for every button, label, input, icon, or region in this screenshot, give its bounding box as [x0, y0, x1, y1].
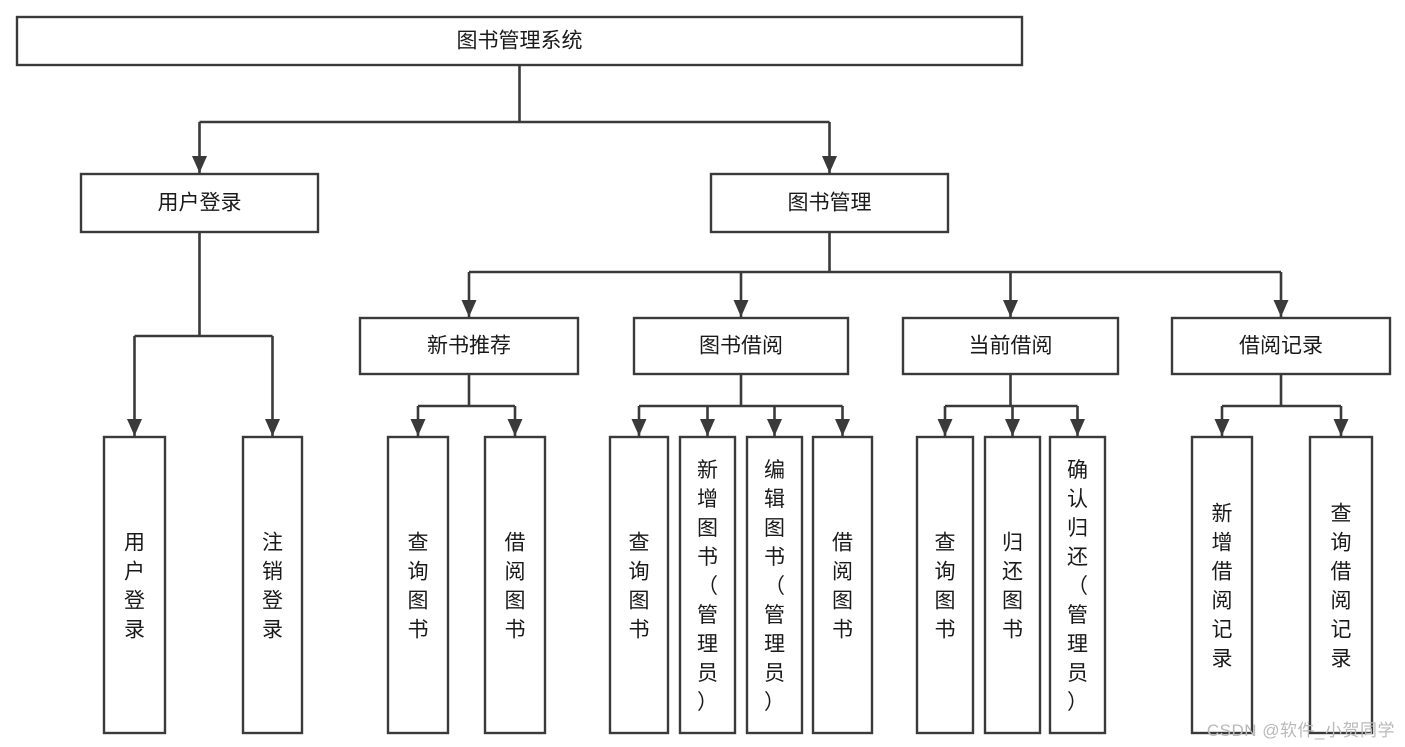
leaf-query-book-borrow[interactable]: 查询图书	[608, 435, 670, 735]
leaf-borrow-book-borrow[interactable]: 借阅图书	[811, 435, 874, 735]
node-book-management-box	[709, 172, 950, 234]
node-user-login[interactable]: 用户登录	[79, 172, 320, 234]
edge-book-borrow-arrow-3	[835, 419, 850, 436]
leaf-confirm-return-admin-label: 确认归还（管理员）	[1067, 459, 1088, 714]
node-new-book-recommend-box	[358, 316, 580, 376]
edge-new-book-rec-arrow-1	[507, 419, 523, 436]
edge-current-borrow-arrow-2	[1070, 419, 1085, 436]
node-current-borrow-box	[901, 316, 1120, 376]
node-book-borrow[interactable]: 图书借阅	[632, 316, 850, 376]
leaf-edit-book-admin-box	[745, 435, 804, 735]
leaf-logout-login-box	[241, 435, 304, 735]
edge-current-borrow-arrow-0	[937, 419, 953, 436]
leaf-add-book-admin-box	[678, 435, 737, 735]
leaf-query-book-current-box	[915, 435, 975, 735]
leaf-user-login-label: 用户登录	[124, 532, 145, 642]
edge-root-arrow-1	[822, 156, 837, 173]
leaf-confirm-return-admin-box	[1048, 435, 1107, 735]
edge-user-login-arrow-0	[127, 419, 142, 436]
leaf-logout-login[interactable]: 注销登录	[241, 435, 304, 735]
node-new-book-recommend-label: 新书推荐	[427, 335, 511, 358]
leaf-user-login[interactable]: 用户登录	[102, 435, 167, 735]
leaf-add-borrow-record[interactable]: 新增借阅记录	[1190, 435, 1254, 735]
node-book-management-label: 图书管理	[788, 192, 872, 215]
leaf-query-book-rec-box	[386, 435, 450, 735]
node-borrow-record-box	[1170, 316, 1392, 376]
leaf-confirm-return-admin[interactable]: 确认归还（管理员）	[1048, 435, 1107, 735]
node-new-book-recommend[interactable]: 新书推荐	[358, 316, 580, 376]
node-book-borrow-box	[632, 316, 850, 376]
edge-book-manage-arrow-0	[461, 300, 477, 317]
node-current-borrow[interactable]: 当前借阅	[901, 316, 1120, 376]
leaf-query-book-borrow-label: 查询图书	[629, 532, 650, 642]
leaf-borrow-book-borrow-label: 借阅图书	[832, 532, 853, 642]
node-root-book-management-system-label: 图书管理系统	[457, 30, 583, 53]
connector-layer	[127, 65, 1349, 436]
edge-book-manage-arrow-1	[733, 300, 749, 317]
leaf-query-book-rec[interactable]: 查询图书	[386, 435, 450, 735]
leaf-query-book-current-label: 查询图书	[935, 532, 956, 642]
edge-borrow-record-arrow-1	[1333, 419, 1349, 436]
leaf-edit-book-admin[interactable]: 编辑图书（管理员）	[745, 435, 804, 735]
node-borrow-record[interactable]: 借阅记录	[1170, 316, 1392, 376]
edge-root-arrow-0	[192, 156, 207, 173]
leaf-borrow-book-rec-box	[483, 435, 547, 735]
node-borrow-record-label: 借阅记录	[1239, 335, 1323, 358]
edge-new-book-rec-arrow-0	[410, 419, 426, 436]
node-root-book-management-system-box	[15, 15, 1024, 67]
leaf-borrow-book-rec[interactable]: 借阅图书	[483, 435, 547, 735]
node-user-login-box	[79, 172, 320, 234]
leaf-borrow-book-rec-label: 借阅图书	[505, 532, 526, 642]
node-user-login-label: 用户登录	[158, 192, 242, 215]
leaf-add-borrow-record-box	[1190, 435, 1254, 735]
node-book-management[interactable]: 图书管理	[709, 172, 950, 234]
node-current-borrow-label: 当前借阅	[969, 335, 1053, 358]
edge-current-borrow-arrow-1	[1005, 419, 1020, 436]
leaf-query-borrow-record[interactable]: 查询借阅记录	[1308, 435, 1374, 735]
leaf-query-borrow-record-label: 查询借阅记录	[1331, 503, 1352, 671]
leaf-logout-login-label: 注销登录	[262, 532, 283, 642]
node-layer: 图书管理系统用户登录图书管理新书推荐图书借阅当前借阅借阅记录用户登录注销登录查询…	[15, 15, 1392, 735]
node-book-borrow-label: 图书借阅	[699, 335, 783, 358]
csdn-watermark: CSDN @软件_小贺同学	[1206, 721, 1395, 740]
leaf-query-book-rec-label: 查询图书	[408, 532, 429, 642]
leaf-borrow-book-borrow-box	[811, 435, 874, 735]
leaf-return-book-label: 归还图书	[1002, 532, 1023, 642]
edge-borrow-record-arrow-0	[1214, 419, 1230, 436]
edge-book-borrow-arrow-1	[700, 419, 715, 436]
leaf-add-borrow-record-label: 新增借阅记录	[1212, 503, 1233, 671]
edge-book-manage-arrow-2	[1003, 300, 1018, 317]
node-root-book-management-system[interactable]: 图书管理系统	[15, 15, 1024, 67]
leaf-add-book-admin[interactable]: 新增图书（管理员）	[678, 435, 737, 735]
edge-user-login-arrow-1	[265, 419, 280, 436]
leaf-add-book-admin-label: 新增图书（管理员）	[697, 459, 718, 714]
edge-book-borrow-arrow-2	[767, 419, 782, 436]
edge-book-manage-arrow-3	[1273, 300, 1289, 317]
edge-book-borrow-arrow-0	[631, 419, 647, 436]
leaf-query-borrow-record-box	[1308, 435, 1374, 735]
leaf-user-login-box	[102, 435, 167, 735]
leaf-return-book[interactable]: 归还图书	[983, 435, 1042, 735]
leaf-query-book-current[interactable]: 查询图书	[915, 435, 975, 735]
leaf-return-book-box	[983, 435, 1042, 735]
leaf-query-book-borrow-box	[608, 435, 670, 735]
leaf-edit-book-admin-label: 编辑图书（管理员）	[764, 459, 785, 714]
